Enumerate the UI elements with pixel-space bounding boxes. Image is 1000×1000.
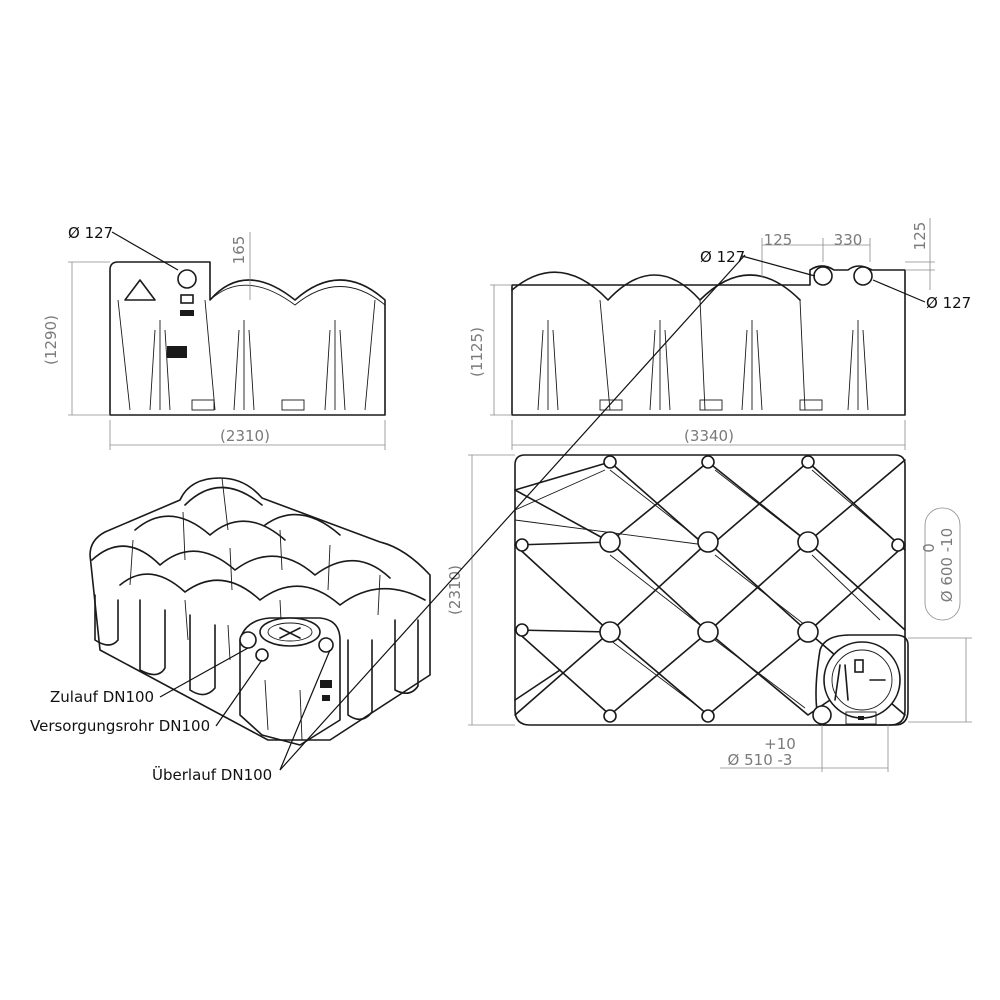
ueberlauf-label: Überlauf DN100 [152, 765, 272, 784]
side-view-right [511, 265, 906, 416]
offset-125-label: 125 [764, 231, 793, 249]
callouts: Zulauf DN100 Versorgungsrohr DN100 Überl… [30, 254, 746, 784]
diameter-127-label-right: Ø 127 [926, 294, 971, 312]
diameter-127-label-mid: Ø 127 [700, 248, 745, 266]
manhole-value-label: 0 [920, 543, 938, 553]
depth-2310-label: (2310) [446, 565, 464, 615]
manhole-diameter-label: Ø 600 -10 [938, 528, 956, 602]
height-1290-label: (1290) [42, 315, 60, 365]
shaft-diameter-label: Ø 510 -3 [728, 751, 793, 769]
zulauf-label: Zulauf DN100 [50, 688, 154, 706]
dimensions-top: (2310) 0 Ø 600 -10 +10 Ø 510 -3 [446, 454, 972, 772]
lattice-nodes [515, 455, 905, 723]
dimensions-left: (1290) (2310) 165 Ø 127 [42, 224, 386, 450]
width-3340-label: (3340) [684, 427, 734, 445]
versorgungsrohr-label: Versorgungsrohr DN100 [30, 717, 210, 735]
diameter-127-label-left: Ø 127 [68, 224, 113, 242]
dimensions-right: (1125) (3340) 125 330 125 Ø 127 Ø 127 [468, 218, 971, 450]
side-view-left [109, 261, 386, 416]
offset-330-label: 330 [834, 231, 863, 249]
manhole-shaft [812, 634, 909, 726]
height-1125-label: (1125) [468, 327, 486, 377]
isometric-view [89, 477, 431, 746]
width-2310-label: (2310) [220, 427, 270, 445]
offset-165-label: 165 [230, 236, 248, 265]
top-view [514, 454, 909, 726]
offset-125-vertical-label: 125 [911, 222, 929, 251]
shaft-tolerance-label: +10 [764, 735, 796, 753]
